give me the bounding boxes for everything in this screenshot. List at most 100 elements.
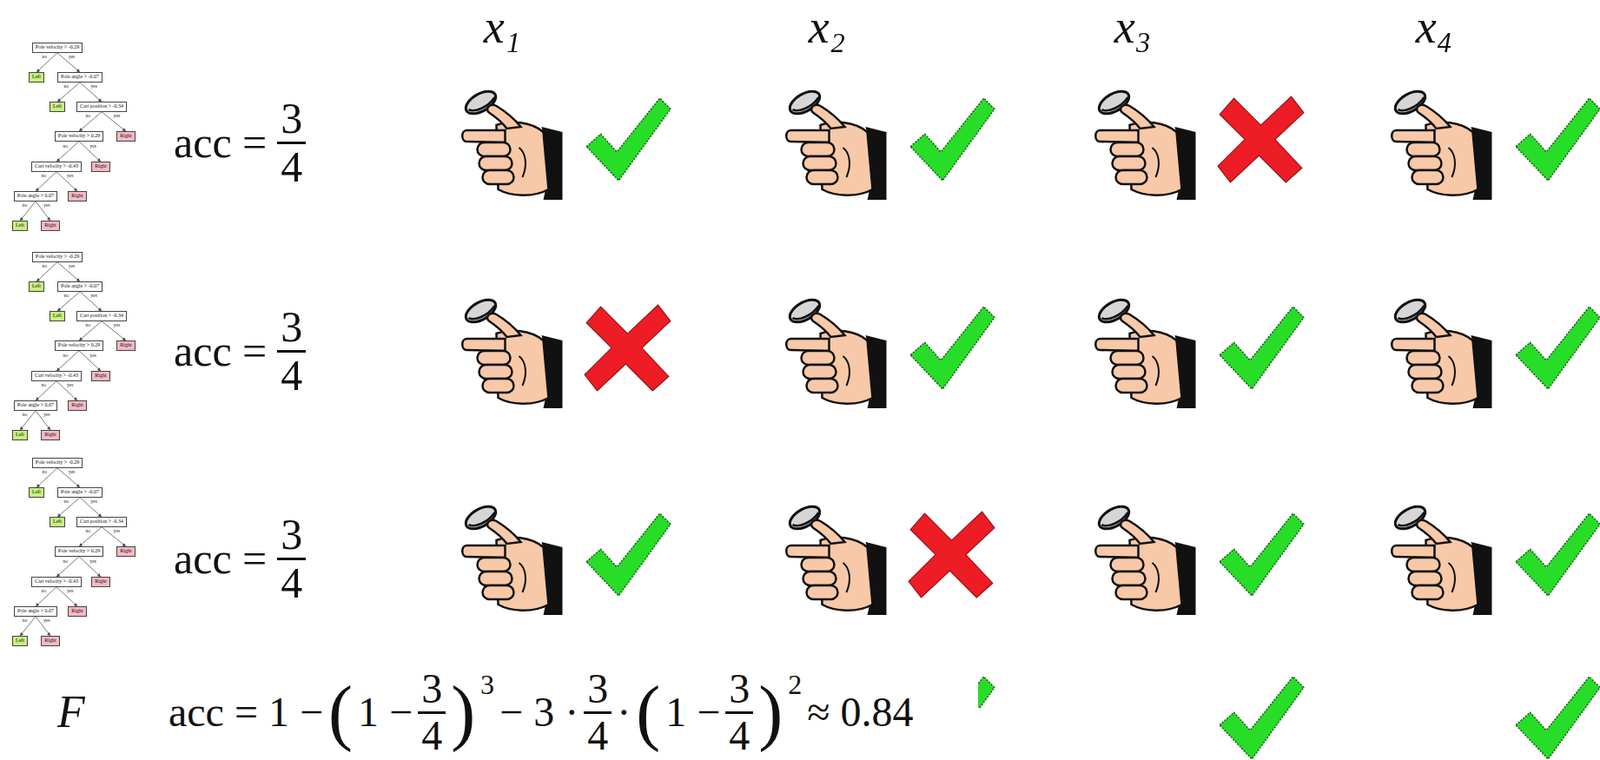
numerator: 3 bbox=[277, 304, 306, 353]
formula-text: 1 − bbox=[357, 690, 413, 734]
branch-label: yes bbox=[112, 323, 120, 329]
node-text: Pole angle > 0.07 bbox=[17, 192, 54, 199]
branch-label: no bbox=[62, 353, 69, 359]
check-mark bbox=[1219, 513, 1304, 596]
node-text: Left bbox=[52, 312, 62, 318]
coin-hand bbox=[1391, 502, 1492, 615]
check-mark bbox=[1515, 98, 1600, 181]
node-text: Left bbox=[15, 637, 25, 643]
branch-label: yes bbox=[67, 54, 75, 60]
tree-branch bbox=[57, 468, 80, 489]
tree-branch bbox=[101, 321, 126, 342]
node-text: Right bbox=[94, 372, 106, 378]
tree-branch bbox=[35, 410, 51, 431]
leaf-box: Left bbox=[49, 101, 66, 113]
coin-hand bbox=[1391, 86, 1492, 200]
branch-label: yes bbox=[89, 559, 97, 565]
check-mark bbox=[1219, 676, 1304, 760]
branch-label: no bbox=[62, 559, 69, 565]
node-text: Left bbox=[15, 222, 25, 228]
decision-box: Pole velocity > -0.29 bbox=[32, 457, 83, 469]
decision-box: Pole angle > -0.07 bbox=[57, 281, 103, 292]
parenthesis: ) bbox=[450, 675, 476, 749]
fraction: 34 bbox=[417, 667, 446, 758]
check-mark bbox=[1219, 306, 1304, 390]
decision-box: Pole velocity > -0.29 bbox=[32, 42, 83, 53]
branch-label: no bbox=[41, 264, 48, 270]
node-text: Pole velocity > -0.29 bbox=[35, 44, 80, 50]
check-mark bbox=[1515, 306, 1600, 390]
leaf-box: Right bbox=[40, 220, 60, 232]
decision-box: Pole velocity > 0.29 bbox=[54, 340, 104, 351]
node-text: Left bbox=[32, 283, 41, 289]
denominator: 4 bbox=[583, 714, 612, 758]
node-text: Pole angle > -0.07 bbox=[60, 73, 100, 80]
node-text: Pole angle > 0.07 bbox=[17, 608, 54, 614]
coin-hand bbox=[462, 86, 562, 200]
node-text: Left bbox=[52, 518, 62, 524]
denominator: 4 bbox=[277, 560, 306, 607]
leaf-box: Left bbox=[28, 487, 45, 498]
accuracy-text: acc = bbox=[173, 119, 267, 166]
tree-branch bbox=[57, 291, 80, 312]
tree-branch bbox=[57, 52, 80, 73]
decision-box: Pole angle > -0.07 bbox=[57, 72, 103, 83]
branch-label: yes bbox=[66, 383, 74, 389]
branch-label: no bbox=[41, 54, 48, 60]
numerator: 3 bbox=[277, 511, 306, 561]
coin-hand bbox=[786, 86, 886, 200]
leaf-box: Left bbox=[12, 429, 28, 441]
branch-label: no bbox=[40, 588, 47, 595]
branch-label: yes bbox=[89, 353, 97, 359]
tree-branch bbox=[36, 468, 58, 489]
tree-branch bbox=[35, 381, 57, 402]
coin-hand bbox=[786, 295, 886, 409]
decision-box: Pole velocity > -0.29 bbox=[32, 251, 83, 263]
accuracy-row: acc =34 bbox=[173, 511, 306, 606]
check-mark bbox=[586, 513, 671, 596]
accuracy-text: acc = bbox=[173, 328, 267, 375]
tree-branch bbox=[36, 262, 58, 283]
tree-branch bbox=[79, 141, 101, 163]
leaf-box: Right bbox=[40, 429, 60, 441]
leaf-box: Left bbox=[12, 635, 28, 647]
denominator: 4 bbox=[725, 714, 754, 758]
accuracy-row: acc =34 bbox=[173, 95, 306, 190]
check-mark bbox=[586, 98, 671, 181]
coin-hand bbox=[786, 502, 886, 615]
exponent: 2 bbox=[787, 670, 802, 699]
fraction: 34 bbox=[277, 304, 306, 398]
branch-label: yes bbox=[90, 84, 98, 90]
node-text: Pole velocity > 0.29 bbox=[58, 548, 100, 554]
denominator: 4 bbox=[417, 714, 446, 758]
leaf-box: Left bbox=[12, 220, 28, 232]
formula-text: acc = 1 − bbox=[168, 690, 324, 734]
leaf-box: Right bbox=[67, 191, 86, 202]
tree-branch bbox=[56, 171, 78, 192]
check-mark bbox=[978, 676, 995, 708]
sample-label: x₁ bbox=[483, 1, 522, 53]
tree-branch bbox=[79, 291, 102, 312]
branch-label: no bbox=[40, 173, 47, 179]
fraction: 34 bbox=[725, 667, 754, 758]
check-mark bbox=[1515, 513, 1600, 596]
fraction: 34 bbox=[583, 667, 612, 758]
leaf-box: Right bbox=[67, 606, 86, 617]
decision-box: Pole velocity > 0.29 bbox=[54, 131, 104, 142]
branch-label: no bbox=[41, 469, 48, 476]
branch-label: yes bbox=[112, 113, 120, 120]
node-text: Right bbox=[94, 578, 106, 584]
parenthesis: ) bbox=[758, 675, 783, 749]
leaf-box: Right bbox=[91, 370, 110, 382]
check-fragment bbox=[978, 676, 995, 708]
leaf-box: Left bbox=[49, 516, 66, 528]
leaf-box: Right bbox=[116, 340, 135, 351]
leaf-box: Left bbox=[28, 281, 45, 292]
cross-mark bbox=[584, 304, 671, 391]
sample-label: x₄ bbox=[1415, 1, 1454, 53]
formula-text: · bbox=[616, 690, 631, 734]
node-text: Pole velocity > -0.29 bbox=[35, 459, 80, 465]
coin-hand bbox=[1095, 295, 1196, 409]
node-text: Pole angle > -0.07 bbox=[60, 489, 100, 495]
